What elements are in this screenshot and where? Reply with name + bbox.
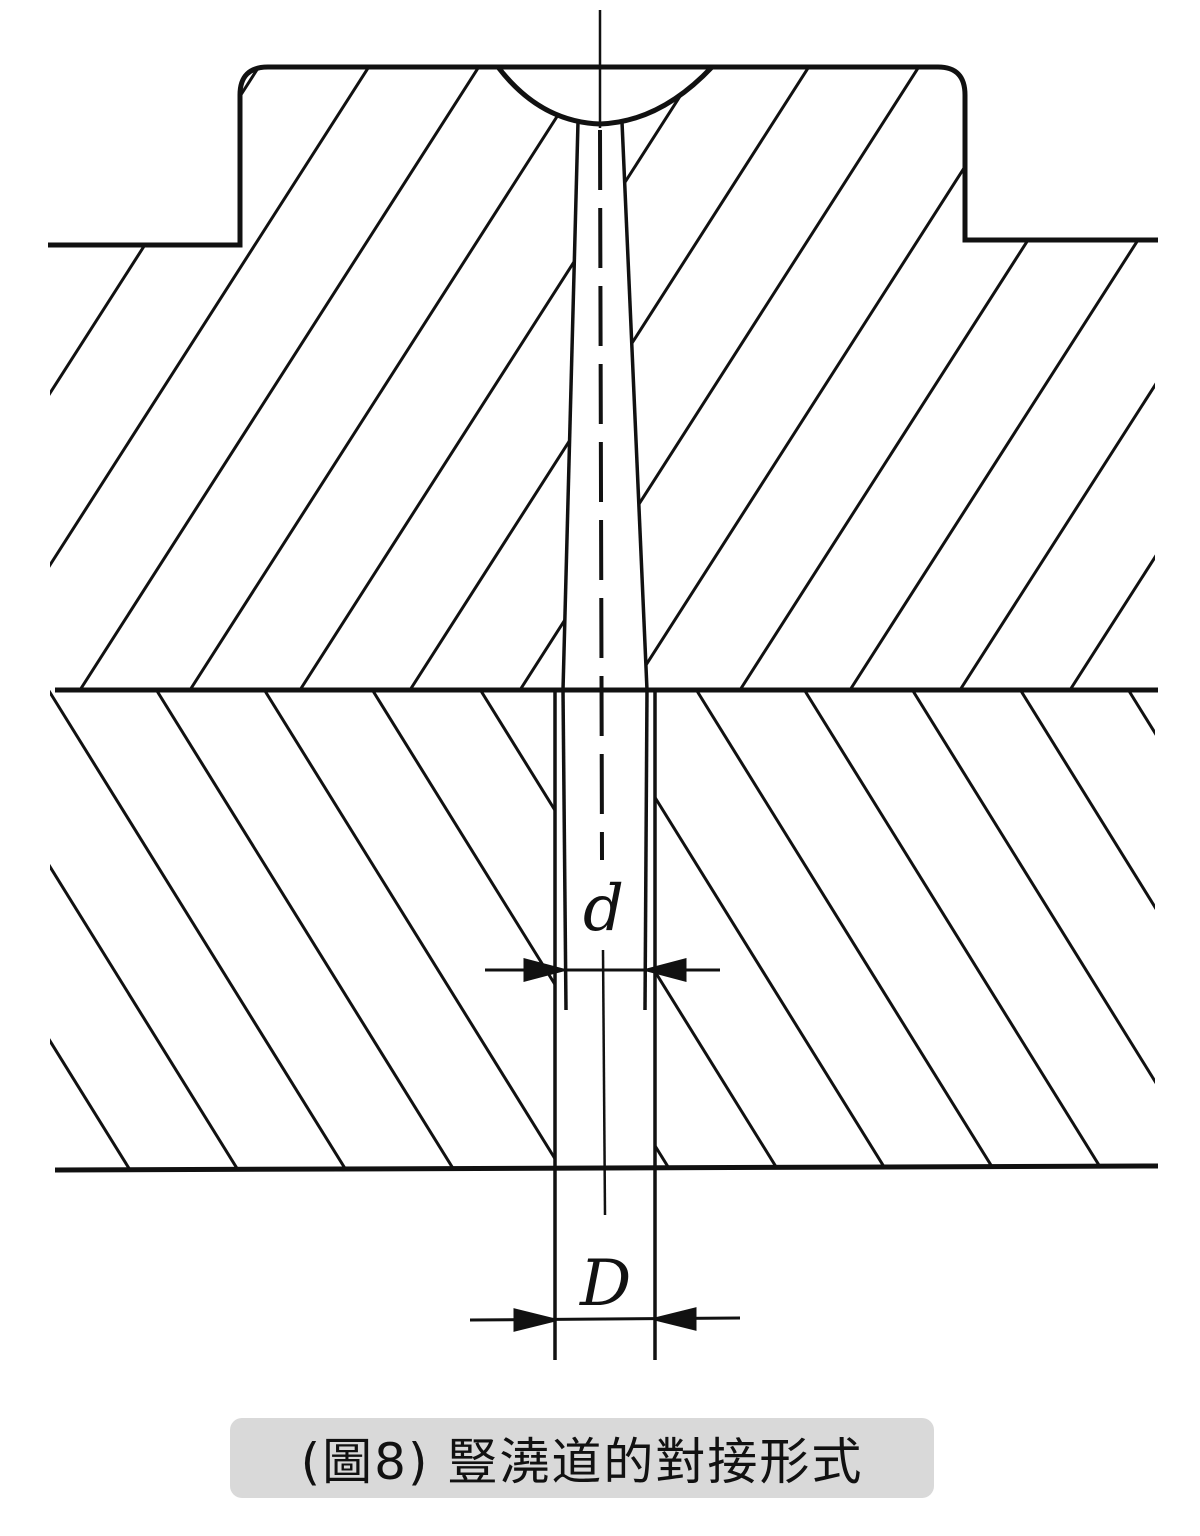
hatch-line — [1019, 690, 1155, 910]
lower-plate-hatching — [50, 690, 1155, 1168]
hatch-line — [50, 1038, 131, 1168]
upper-plate-outline — [48, 64, 1158, 248]
centerline-bottom — [601, 949, 607, 1216]
hatch-line — [738, 67, 1145, 690]
dimension-d — [485, 958, 720, 982]
hatch-line — [50, 67, 155, 690]
hatch-line — [155, 690, 455, 1168]
hatch-line — [50, 690, 347, 1168]
figure-caption: (圖8) 豎澆道的對接形式 — [230, 1418, 934, 1498]
hatch-line — [298, 67, 705, 690]
hatch-line — [1127, 690, 1155, 736]
hatch-line — [0, 60, 43, 690]
hatch-line — [263, 690, 563, 1168]
label-d: d — [583, 872, 624, 946]
hatch-line — [78, 67, 485, 690]
hatch-line — [628, 67, 1035, 690]
hatch-line — [50, 67, 375, 690]
hatch-line — [695, 690, 995, 1168]
hatch-line — [50, 67, 265, 690]
hatch-line — [1068, 67, 1155, 690]
sprue-walls — [553, 121, 657, 1360]
dimension-D — [469, 1307, 741, 1332]
hatch-line — [911, 690, 1155, 1085]
hatch-line — [958, 67, 1155, 690]
centerline-dashed — [598, 129, 604, 861]
hatch-line — [50, 863, 239, 1168]
lower-plate-bottom — [54, 1163, 1159, 1173]
hatch-line — [803, 690, 1103, 1168]
hatch-line — [1180, 60, 1200, 690]
hatch-line — [848, 67, 1155, 690]
label-D: D — [579, 1247, 631, 1321]
hatch-line — [188, 67, 595, 690]
